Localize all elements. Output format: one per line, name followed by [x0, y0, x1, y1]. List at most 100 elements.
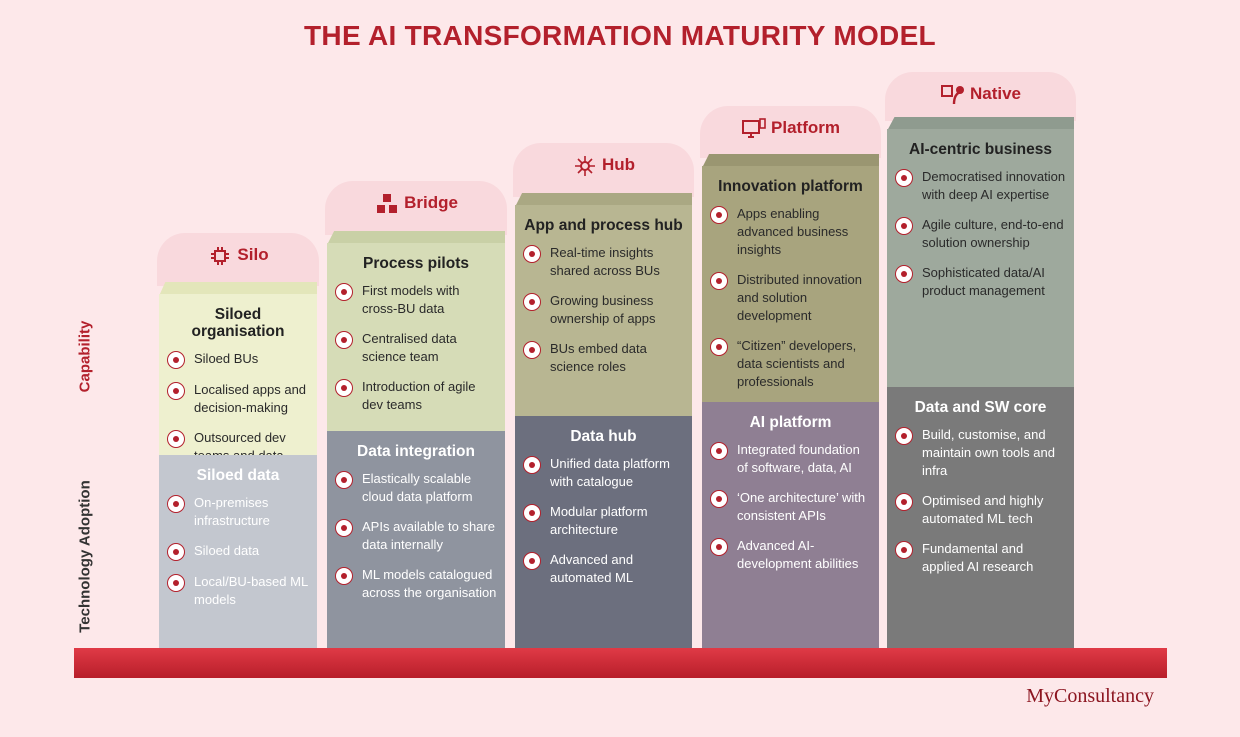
innovation-icon — [710, 272, 728, 290]
team-icon — [167, 351, 185, 369]
box-title: Data hub — [570, 428, 637, 445]
list-item: Unified data platform with catalogue — [523, 455, 684, 491]
list-item-text: On-premises infrastructure — [194, 495, 270, 528]
list-item: Centralised data science team — [335, 330, 497, 366]
stage-name: Bridge — [404, 193, 458, 212]
cubes-icon — [374, 193, 400, 215]
ai-dev-icon — [710, 538, 728, 556]
list-item-text: Siloed data — [194, 543, 260, 558]
list-item-text: Centralised data science team — [362, 331, 457, 364]
cloud-icon — [335, 471, 353, 489]
list-item-text: ML models catalogued across the organisa… — [362, 567, 497, 600]
list-item: APIs available to share data internally — [335, 518, 497, 554]
box-title: App and process hub — [524, 217, 683, 234]
list-item: Introduction of agile dev teams — [335, 378, 497, 414]
automation-icon — [523, 552, 541, 570]
list-item: Build, customise, and maintain own tools… — [895, 426, 1066, 480]
apps-icon — [710, 206, 728, 224]
list-item: Agile culture, end-to-end solution owner… — [895, 216, 1066, 252]
list-item-text: APIs available to share data internally — [362, 519, 495, 552]
list-item-text: Unified data platform with catalogue — [550, 456, 670, 489]
agile-icon — [335, 379, 353, 397]
capability-box-top — [159, 282, 317, 296]
list-item: Advanced and automated ML — [523, 551, 684, 587]
list-item-text: Optimised and highly automated ML tech — [922, 493, 1044, 526]
culture-icon — [895, 217, 913, 235]
hub-icon — [572, 155, 598, 177]
base-bar — [74, 648, 1167, 678]
box-title: Data integration — [357, 443, 475, 460]
list-item: First models with cross-BU data — [335, 282, 497, 318]
list-item-text: Agile culture, end-to-end solution owner… — [922, 217, 1064, 250]
brand-logo: MyConsultancy — [1026, 685, 1154, 707]
gear-icon — [167, 430, 185, 448]
box-title: Innovation platform — [718, 178, 863, 195]
list-item-text: Modular platform architecture — [550, 504, 648, 537]
list-item-text: Democratised innovation with deep AI exp… — [922, 169, 1066, 202]
list-item-text: Build, customise, and maintain own tools… — [922, 427, 1055, 478]
list-item: Distributed innovation and solution deve… — [710, 271, 871, 325]
ai-head-icon — [940, 84, 966, 106]
list-item-text: Growing business ownership of apps — [550, 293, 656, 326]
capability-axis-label: Capability — [76, 320, 94, 393]
foundation-icon — [710, 442, 728, 460]
stage-header: Silo — [157, 233, 319, 286]
monitor-icon — [741, 118, 767, 140]
people-icon — [523, 341, 541, 359]
list-item: Siloed data — [167, 542, 309, 561]
list-item: Localised apps and decision-making — [167, 381, 309, 417]
list-item-text: Real-time insights shared across BUs — [550, 245, 660, 278]
list-item: Modular platform architecture — [523, 503, 684, 539]
growth-icon — [523, 293, 541, 311]
box-title: Process pilots — [363, 255, 469, 272]
stage-name: Native — [969, 84, 1022, 103]
list-item: Growing business ownership of apps — [523, 292, 684, 328]
list-item: BUs embed data science roles — [523, 340, 684, 376]
list-item: Fundamental and applied AI research — [895, 540, 1066, 576]
list-item-text: Advanced AI-development abilities — [737, 538, 859, 571]
list-item: ML models catalogued across the organisa… — [335, 566, 497, 602]
list-item: “Citizen” developers, data scientists an… — [710, 337, 871, 391]
database-icon — [167, 543, 185, 561]
hub-icon — [335, 331, 353, 349]
insight-icon — [523, 245, 541, 263]
location-icon — [167, 382, 185, 400]
architecture-icon — [710, 490, 728, 508]
management-icon — [895, 265, 913, 283]
list-item: Local/BU-based ML models — [167, 573, 309, 609]
capability-box-top — [327, 231, 505, 245]
list-item-text: First models with cross-BU data — [362, 283, 460, 316]
list-item-text: Local/BU-based ML models — [194, 574, 308, 607]
list-item: Optimised and highly automated ML tech — [895, 492, 1066, 528]
capability-box-top — [515, 193, 692, 207]
research-icon — [895, 541, 913, 559]
lightbulb-icon — [895, 169, 913, 187]
list-item: Siloed BUs — [167, 350, 309, 369]
capability-box-top — [702, 154, 879, 168]
list-item: Real-time insights shared across BUs — [523, 244, 684, 280]
optimise-icon — [895, 493, 913, 511]
list-item-text: Integrated foundation of software, data,… — [737, 442, 860, 475]
stage-header: Bridge — [325, 181, 507, 235]
list-item-text: Localised apps and decision-making — [194, 382, 307, 415]
list-item-text: Advanced and automated ML — [550, 552, 634, 585]
box-title: AI platform — [749, 414, 832, 431]
list-item: Sophisticated data/AI product management — [895, 264, 1066, 300]
catalogue-icon — [335, 567, 353, 585]
list-item-text: Distributed innovation and solution deve… — [737, 272, 863, 323]
list-item: Apps enabling advanced business insights — [710, 205, 871, 259]
list-item-text: Apps enabling advanced business insights — [737, 206, 849, 257]
list-item-text: Fundamental and applied AI research — [922, 541, 1034, 574]
stage-name: Platform — [771, 118, 840, 137]
